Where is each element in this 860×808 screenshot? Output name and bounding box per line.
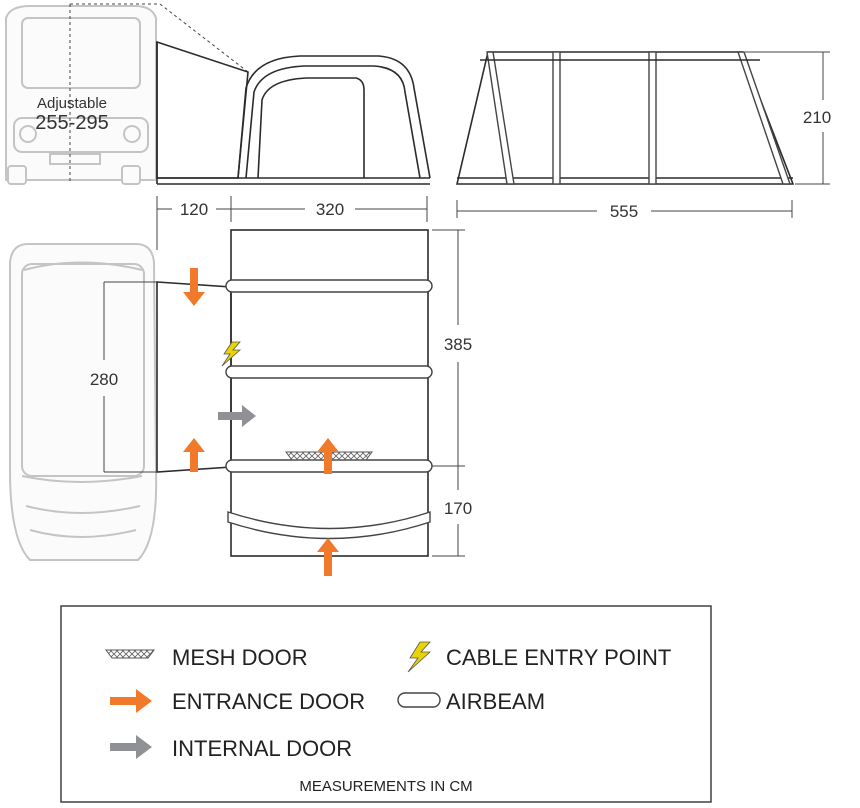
- adjustable-label: Adjustable: [37, 95, 107, 112]
- airbeam-1: [225, 279, 433, 293]
- plan-porch-label: 170: [444, 499, 472, 518]
- legend-internal-door: INTERNAL DOOR: [172, 736, 352, 761]
- airbeam-icon: [397, 692, 441, 708]
- grey-arrow-icon: [218, 405, 256, 427]
- measurements-caption: MEASUREMENTS IN CM: [299, 778, 472, 795]
- mesh-door-icon: [105, 649, 155, 659]
- legend-entrance-door: ENTRANCE DOOR: [172, 689, 365, 714]
- orange-arrow-icon: [183, 438, 205, 472]
- plan-dimensions: 385 170: [432, 229, 472, 557]
- length-label: 555: [610, 202, 638, 221]
- tent-depth-label: 320: [316, 200, 344, 219]
- awning-depth-label: 120: [180, 200, 208, 219]
- legend-airbeam: AIRBEAM: [446, 689, 545, 714]
- height-label: 210: [803, 108, 831, 127]
- van-front-view: Adjustable 255-295: [5, 3, 249, 185]
- orange-arrow-icon: [317, 538, 339, 576]
- legend-mesh-door: MESH DOOR: [172, 645, 308, 670]
- plan-length-label: 385: [444, 335, 472, 354]
- adjustable-height-value: 255-295: [35, 112, 108, 134]
- van-plan-view: [9, 243, 158, 561]
- orange-arrow-icon: [317, 438, 339, 474]
- side-dimensions: 210 555: [456, 51, 831, 221]
- airbeam-curved: [227, 511, 431, 540]
- legend: MESH DOOR CABLE ENTRY POINT ENTRANCE DOO…: [60, 605, 712, 803]
- awning-front-view: [156, 40, 431, 185]
- airbeam-2: [225, 365, 433, 379]
- front-width-dimensions: 120 320: [156, 196, 428, 250]
- orange-arrow-icon: [110, 689, 152, 713]
- lightning-icon: [221, 341, 242, 367]
- orange-arrow-icon: [183, 268, 205, 306]
- legend-cable-entry: CABLE ENTRY POINT: [446, 645, 671, 670]
- lightning-icon: [407, 641, 432, 673]
- connection-length-label: 280: [90, 370, 118, 389]
- grey-arrow-icon: [110, 735, 152, 759]
- awning-side-view: [455, 51, 795, 185]
